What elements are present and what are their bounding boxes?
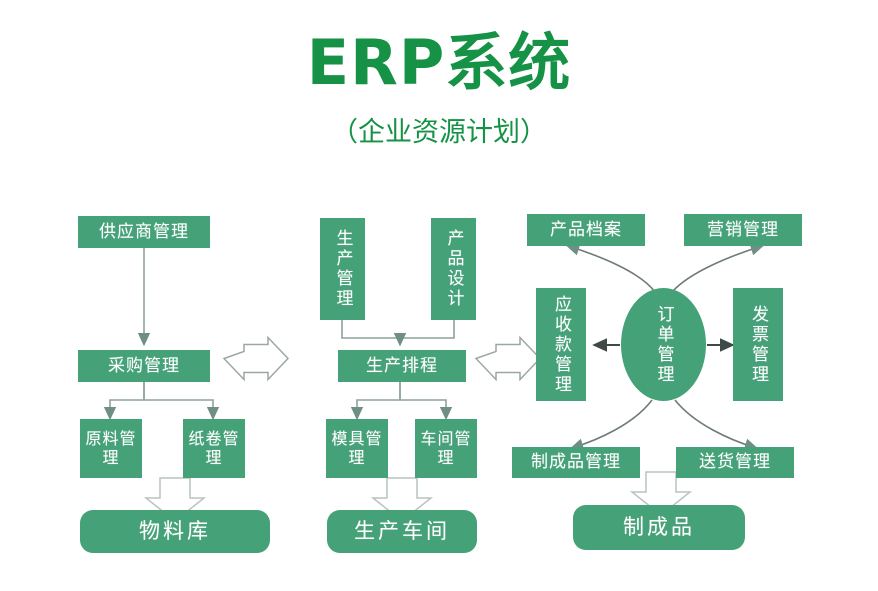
node-invoice-management[interactable]: 发票管理 [733,288,783,401]
link-purchase-to-material [103,382,145,421]
node-production-workshop[interactable]: 生产车间 [327,510,477,553]
node-mold-management[interactable]: 模具管理 [326,419,388,478]
node-finished-goods-management[interactable]: 制成品管理 [512,447,640,478]
node-production-schedule[interactable]: 生产排程 [338,350,466,382]
link-order-to-delivery [674,399,759,451]
node-finished-goods[interactable]: 制成品 [573,505,745,550]
node-order-management[interactable]: 订单管理 [621,288,706,401]
link-order-to-archive [565,243,656,293]
link-production-to-schedule [341,320,407,347]
page-subtitle: （企业资源计划） [331,117,547,148]
page-title: ERP系统 [306,26,572,99]
node-product-design[interactable]: 产品设计 [431,218,476,320]
node-product-archive[interactable]: 产品档案 [527,214,645,246]
node-purchase-management[interactable]: 采购管理 [78,350,210,382]
node-marketing-management[interactable]: 营销管理 [684,214,802,246]
node-paper-roll-management[interactable]: 纸卷管理 [183,419,245,478]
node-supplier-management[interactable]: 供应商管理 [78,216,210,248]
double-arrow-right [474,335,542,382]
node-receivables-management[interactable]: 应收款管理 [536,288,586,401]
node-delivery-management[interactable]: 送货管理 [676,447,794,478]
double-arrow-left [222,335,290,382]
block-arrow-to-material-warehouse [143,477,207,522]
node-raw-material-management[interactable]: 原料管理 [80,419,142,478]
link-purchase-to-paperroll [143,382,220,421]
node-workshop-management[interactable]: 车间管理 [415,419,477,478]
link-design-to-schedule [393,320,455,347]
link-order-to-marketing [671,243,765,293]
node-production-management[interactable]: 生产管理 [320,218,365,320]
block-arrow-to-production-workshop [370,477,434,522]
link-order-to-finishedgoods-mgmt [569,399,653,451]
node-material-warehouse[interactable]: 物料库 [80,510,270,553]
link-schedule-to-workshop [399,382,453,421]
link-schedule-to-mold [350,382,401,421]
